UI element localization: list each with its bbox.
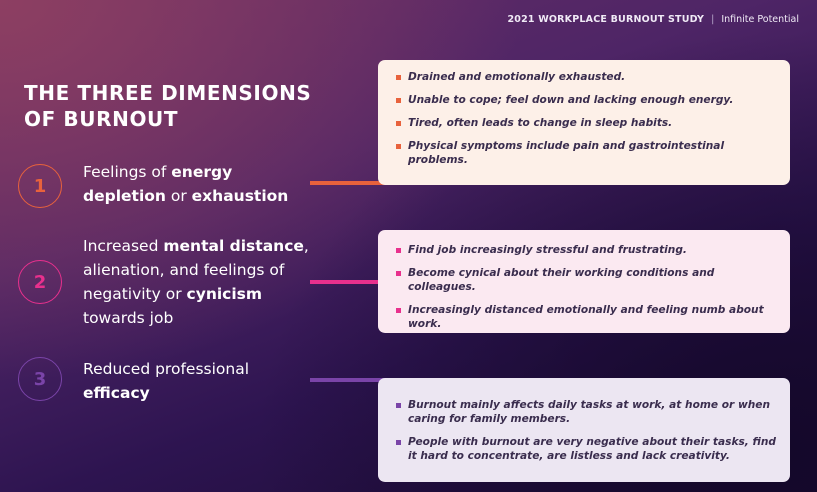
dimension-1-number-circle: 1: [18, 164, 62, 208]
main-title-line-2: OF BURNOUT: [24, 107, 179, 131]
list-item: Burnout mainly affects daily tasks at wo…: [396, 398, 778, 426]
list-item: Tired, often leads to change in sleep ha…: [396, 116, 778, 130]
study-title: 2021 WORKPLACE BURNOUT STUDY: [507, 14, 705, 25]
dimension-2-bullet-list: Find job increasingly stressful and frus…: [396, 243, 778, 331]
main-title: THE THREE DIMENSIONS OF BURNOUT: [24, 80, 324, 132]
header: 2021 WORKPLACE BURNOUT STUDY | Infinite Po…: [507, 14, 799, 25]
dimension-3-bullet-list: Burnout mainly affects daily tasks at wo…: [396, 398, 778, 463]
dimension-2-number-circle: 2: [18, 260, 62, 304]
main-title-line-1: THE THREE DIMENSIONS: [24, 81, 312, 105]
connector-bar-2: [310, 280, 380, 284]
dimension-1-card: Drained and emotionally exhausted. Unabl…: [378, 60, 790, 185]
dimension-1-bullet-list: Drained and emotionally exhausted. Unabl…: [396, 70, 778, 167]
list-item: Physical symptoms include pain and gastr…: [396, 139, 778, 167]
org-name: Infinite Potential: [721, 14, 799, 25]
dimension-3-description: Reduced professional efficacy: [83, 360, 250, 402]
list-item: Unable to cope; feel down and lacking en…: [396, 93, 778, 107]
list-item: Find job increasingly stressful and frus…: [396, 243, 778, 257]
list-item: Drained and emotionally exhausted.: [396, 70, 778, 84]
list-item: Become cynical about their working condi…: [396, 266, 778, 294]
dimension-2-description: Increased mental distance, alienation, a…: [83, 237, 309, 327]
list-item: Increasingly distanced emotionally and f…: [396, 303, 778, 331]
dimension-2-card: Find job increasingly stressful and frus…: [378, 230, 790, 333]
list-item: People with burnout are very negative ab…: [396, 435, 778, 463]
dimension-3-number-circle: 3: [18, 357, 62, 401]
header-separator: |: [711, 14, 715, 25]
dimension-3-card: Burnout mainly affects daily tasks at wo…: [378, 378, 790, 482]
